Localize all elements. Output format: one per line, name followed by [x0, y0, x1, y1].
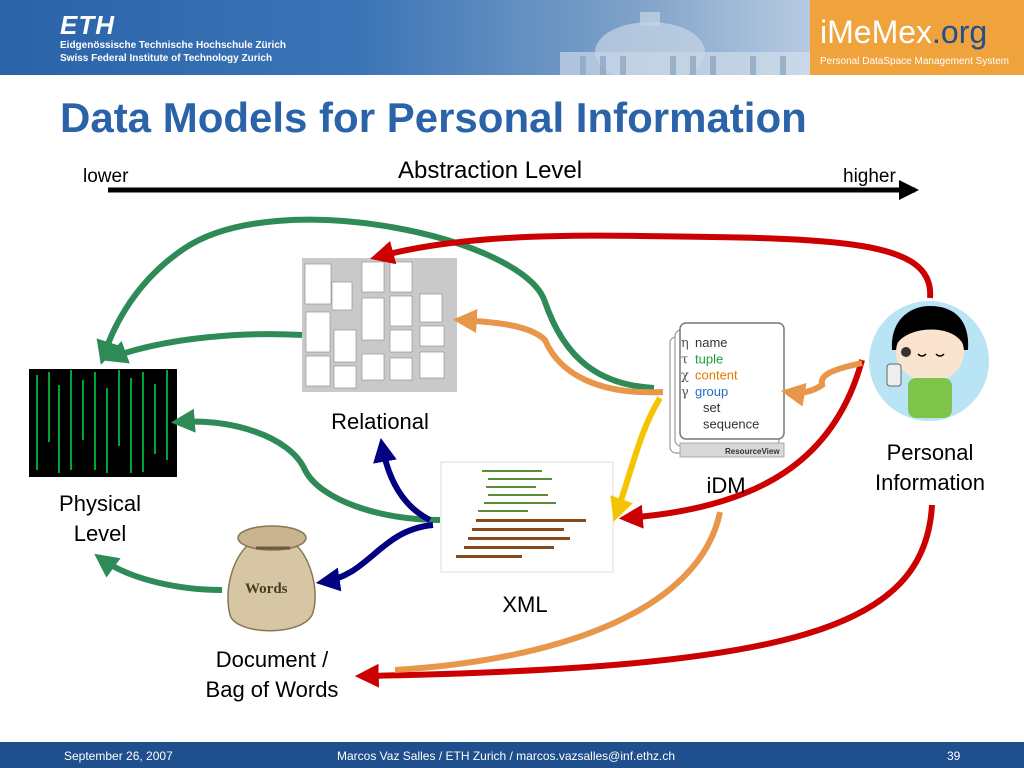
personal-information-line2: Information	[874, 470, 986, 495]
relational-schema-image	[302, 258, 457, 392]
idm-panel-title: ResourceView	[725, 447, 780, 456]
physical-level-image	[29, 369, 177, 477]
personal-avatar-image	[869, 301, 989, 421]
bag-of-words-image	[227, 525, 316, 632]
imemex-logo: iMeMex.org Personal DataSpace Management…	[810, 0, 1024, 75]
idm-symbol-content: χ	[681, 369, 689, 384]
arrow-xml-to-document	[315, 522, 434, 592]
axis-high-label: higher	[843, 166, 896, 187]
arrow-relational-to-physical	[103, 331, 303, 364]
personal-information-line1: Personal	[886, 440, 974, 465]
axis-title: Abstraction Level	[398, 157, 583, 184]
personal-information-label: Personal Information	[855, 438, 1005, 498]
eth-logo: ETH	[60, 10, 115, 40]
document-label: Document / Bag of Words	[180, 645, 364, 705]
footer-page-number: 39	[947, 749, 961, 763]
arrow-idm-to-xml	[610, 396, 663, 522]
physical-level-line1: Physical	[59, 491, 141, 516]
idm-label: iDM	[706, 473, 746, 498]
imemex-suffix: .org	[932, 14, 988, 50]
arrow-xml-to-relational	[373, 437, 432, 523]
arrow-idm-to-physical	[96, 216, 655, 391]
arrow-document-to-physical	[94, 553, 223, 593]
header-banner: ETH Eidgenössische Technische Hochschule…	[0, 0, 1024, 75]
physical-level-label: Physical Level	[30, 489, 170, 549]
idm-component-content: content	[695, 368, 738, 383]
document-label-line1: Document /	[215, 647, 329, 672]
idm-symbol-group: γ	[681, 385, 689, 400]
arrow-personal-to-document	[354, 504, 935, 688]
arrow-idm-to-relational	[452, 308, 664, 396]
idm-component-name: name	[695, 335, 728, 350]
relational-label: Relational	[331, 409, 429, 434]
arrow-xml-to-physical	[170, 408, 441, 523]
arrow-personal-to-xml	[618, 359, 865, 529]
idm-resourceview-panel	[669, 322, 785, 458]
axis-low-label: lower	[83, 166, 129, 187]
arrow-personal-to-relational	[370, 232, 934, 299]
bag-label: Words	[245, 581, 288, 597]
xml-label: XML	[502, 592, 548, 617]
footer-bar: September 26, 2007 Marcos Vaz Salles / E…	[0, 742, 1024, 768]
arrow-idm-to-document	[394, 511, 723, 673]
footer-date: September 26, 2007	[64, 749, 173, 763]
institution-line-1: Eidgenössische Technische Hochschule Zür…	[60, 40, 286, 51]
footer-author: Marcos Vaz Salles / ETH Zurich / marcos.…	[337, 749, 676, 763]
dome-illustration	[560, 12, 810, 75]
idm-component-set: set	[703, 400, 721, 415]
document-label-line2: Bag of Words	[205, 677, 339, 702]
physical-level-line2: Level	[73, 521, 127, 546]
idm-symbol-name: η	[681, 336, 689, 351]
idm-symbol-tuple: τ	[681, 352, 688, 367]
arrow-personal-to-idm	[780, 360, 863, 407]
imemex-tagline: Personal DataSpace Management System	[820, 56, 1009, 67]
idm-component-tuple: tuple	[695, 351, 723, 366]
imemex-name: iMeMex	[820, 14, 933, 50]
slide-title: Data Models for Personal Information	[60, 94, 807, 141]
xml-document-image	[440, 461, 614, 573]
institution-line-2: Swiss Federal Institute of Technology Zu…	[60, 53, 273, 64]
idm-component-group: group	[695, 384, 728, 399]
idm-component-sequence: sequence	[703, 417, 759, 432]
